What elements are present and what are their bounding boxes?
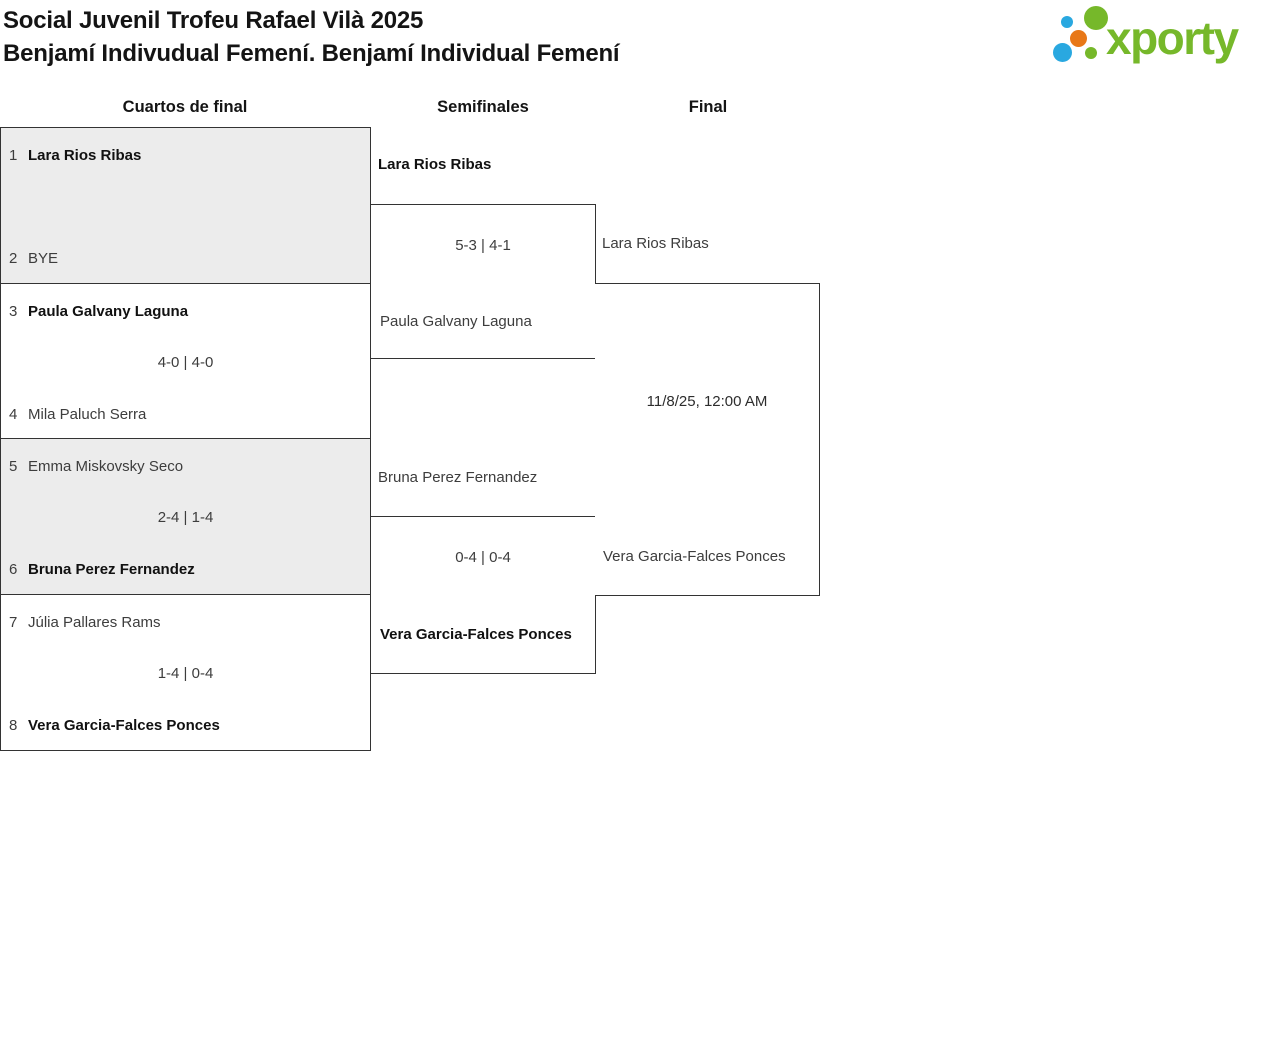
seed-number: 2	[9, 249, 18, 267]
logo-dot-green-large-icon	[1084, 6, 1108, 30]
player-name: Júlia Pallares Rams	[28, 613, 161, 631]
match-final: 11/8/25, 12:00 AM Vera Garcia-Falces Pon…	[595, 283, 820, 596]
player-row: 1 Lara Rios Ribas	[1, 145, 370, 165]
xporty-logo[interactable]: xporty	[1050, 0, 1280, 76]
logo-dot-blue-large-icon	[1053, 43, 1072, 62]
player-name: Lara Rios Ribas	[378, 156, 492, 173]
round-header-semifinals: Semifinales	[437, 98, 529, 116]
match-score	[1, 197, 370, 217]
match-schedule: 11/8/25, 12:00 AM	[646, 393, 768, 410]
player-name: Vera Garcia-Falces Ponces	[380, 626, 572, 643]
match-score: 4-0 | 4-0	[157, 354, 214, 371]
logo-wordmark: xporty	[1106, 12, 1239, 64]
player-name: Emma Miskovsky Seco	[28, 457, 184, 475]
player-name: Paula Galvany Laguna	[380, 313, 532, 330]
seed-number: 3	[9, 302, 18, 320]
match-quarterfinal-3: 5 Emma Miskovsky Seco 2-4 | 1-4 6 Bruna …	[0, 438, 371, 595]
player-row: 5 Emma Miskovsky Seco	[1, 456, 370, 476]
player-row: 8 Vera Garcia-Falces Ponces	[1, 715, 370, 735]
player-name: Bruna Perez Fernandez	[378, 469, 538, 486]
seed-number: 5	[9, 457, 18, 475]
player-row: 4 Mila Paluch Serra	[1, 404, 370, 424]
player-name: Mila Paluch Serra	[28, 405, 147, 423]
match-score: 1-4 | 0-4	[157, 665, 214, 682]
player-name: Vera Garcia-Falces Ponces	[28, 716, 220, 734]
player-row: 7 Júlia Pallares Rams	[1, 612, 370, 632]
match-quarterfinal-4: 7 Júlia Pallares Rams 1-4 | 0-4 8 Vera G…	[0, 594, 371, 751]
seed-number: 4	[9, 405, 18, 423]
seed-number: 7	[9, 613, 18, 631]
match-score: 0-4 | 0-4	[455, 549, 511, 566]
seed-number: 6	[9, 560, 18, 578]
match-score: 2-4 | 1-4	[157, 509, 214, 526]
match-semifinal-1: 5-3 | 4-1 Paula Galvany Laguna	[370, 204, 596, 359]
player-row: 6 Bruna Perez Fernandez	[1, 559, 370, 579]
seed-number: 1	[9, 146, 18, 164]
match-quarterfinal-1: 1 Lara Rios Ribas 2 BYE	[0, 127, 371, 284]
player-name: Bruna Perez Fernandez	[28, 560, 195, 578]
tournament-title: Social Juvenil Trofeu Rafael Vilà 2025	[3, 7, 424, 34]
player-name: Vera Garcia-Falces Ponces	[603, 548, 786, 565]
player-name: Paula Galvany Laguna	[28, 302, 189, 320]
player-name: Lara Rios Ribas	[602, 235, 709, 252]
match-quarterfinal-2: 3 Paula Galvany Laguna 4-0 | 4-0 4 Mila …	[0, 283, 371, 439]
seed-number: 8	[9, 716, 18, 734]
match-score: 5-3 | 4-1	[455, 237, 511, 254]
match-semifinal-2: 0-4 | 0-4 Vera Garcia-Falces Ponces	[370, 516, 596, 674]
player-name: BYE	[28, 249, 59, 267]
category-subtitle: Benjamí Indivudual Femení. Benjamí Indiv…	[3, 40, 620, 67]
player-name: Lara Rios Ribas	[28, 146, 142, 164]
round-header-final: Final	[688, 98, 728, 116]
logo-dot-green-small-icon	[1085, 47, 1097, 59]
round-header-quarterfinals: Cuartos de final	[122, 98, 248, 116]
player-row: 2 BYE	[1, 248, 370, 268]
page-header: Social Juvenil Trofeu Rafael Vilà 2025 B…	[3, 4, 620, 70]
logo-dot-orange-icon	[1070, 30, 1087, 47]
player-row: 3 Paula Galvany Laguna	[1, 301, 370, 321]
logo-dot-blue-small-icon	[1061, 16, 1073, 28]
